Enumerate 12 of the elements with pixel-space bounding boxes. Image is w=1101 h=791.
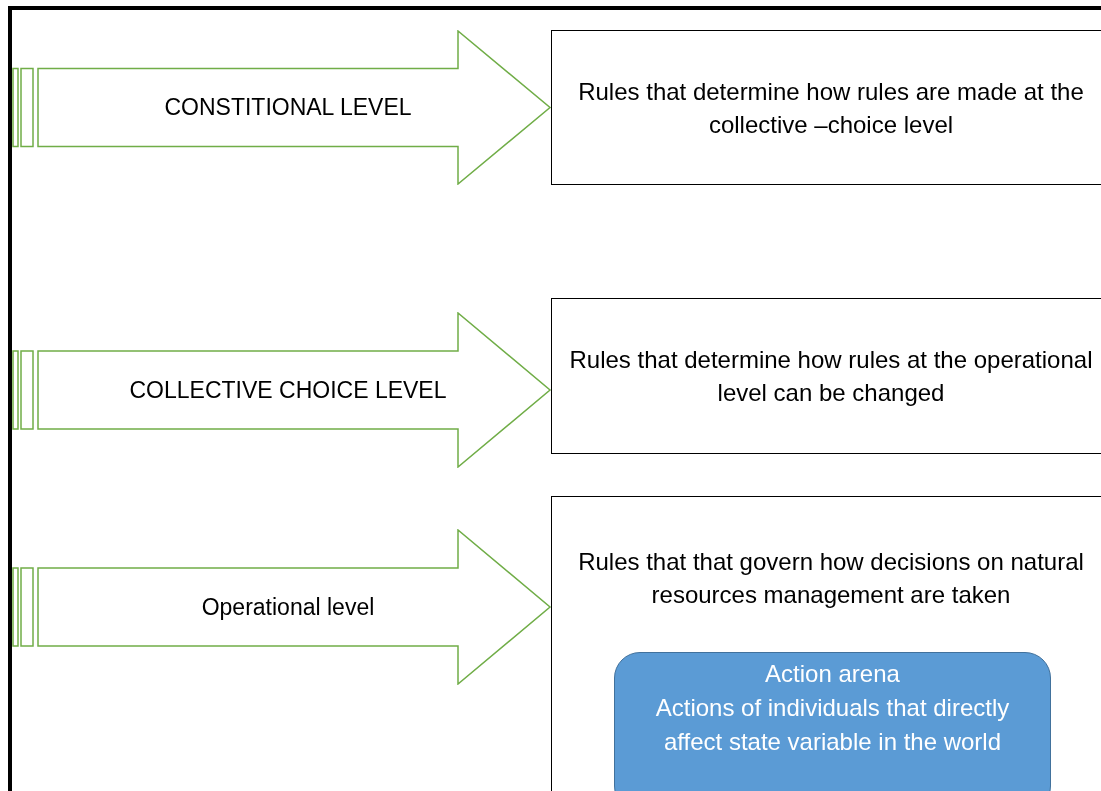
- box-text: Actions of individuals that directly affect state variable in the world: [654, 693, 1011, 757]
- box-heading: Action arena: [765, 659, 900, 689]
- level-label: COLLECTIVE CHOICE LEVEL: [128, 375, 448, 405]
- rounded-box: [614, 652, 1051, 791]
- rule-text: Rules that that govern how decisions on natural resources management are taken: [577, 547, 1085, 610]
- block-arrow: [12, 30, 552, 185]
- level-label: Operational level: [200, 592, 376, 622]
- block-arrow: [12, 529, 552, 685]
- block-arrow: [12, 312, 552, 468]
- rule-text: Rules that determine how rules are made at the collective –choice level: [577, 76, 1085, 140]
- rule-text: Rules that determine how rules at the operational level can be changed: [568, 345, 1094, 408]
- level-label: CONSTITIONAL LEVEL: [163, 93, 413, 122]
